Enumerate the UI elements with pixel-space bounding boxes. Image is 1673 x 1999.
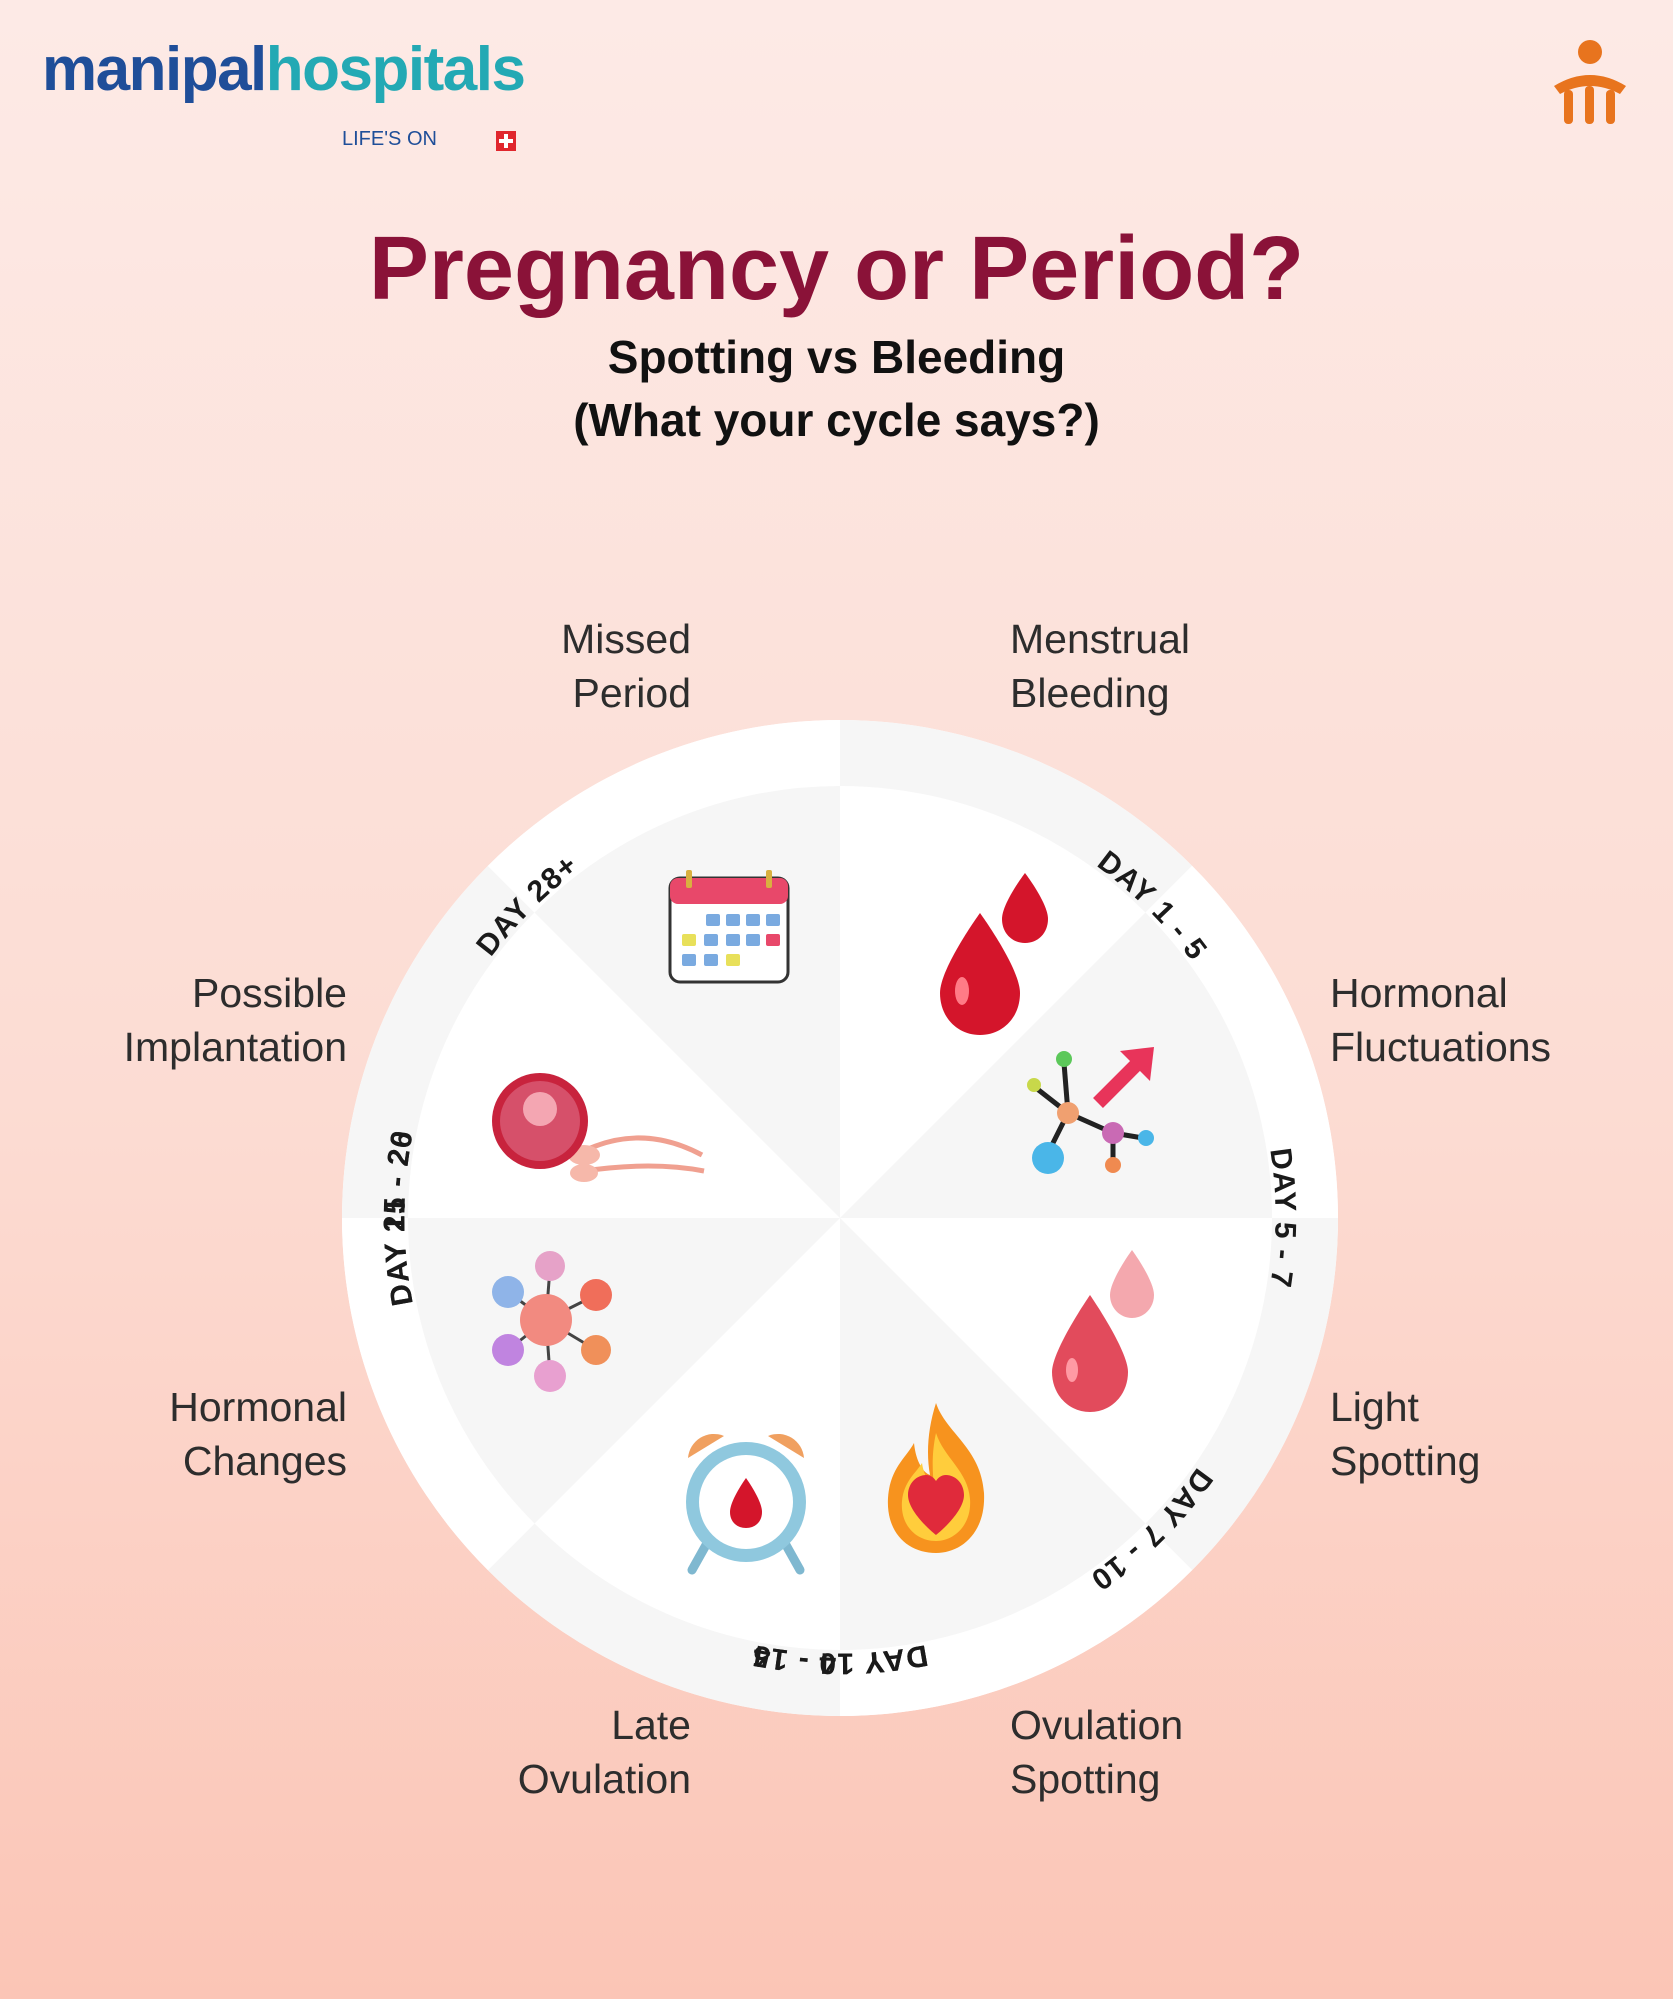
day-label-2: DAY 5 - 7 xyxy=(1263,1146,1301,1290)
cycle-wheel: DAY 1 - 5 DAY 5 - 7 DAY 7 - 10 DAY 10 - … xyxy=(342,720,1338,1716)
brand-logo: manipalhospitals LIFE'S ON xyxy=(42,28,526,151)
subtitle-line2: (What your cycle says?) xyxy=(573,394,1100,446)
subtitle-line1: Spotting vs Bleeding xyxy=(607,331,1066,383)
logo-wordmark: manipalhospitals xyxy=(42,34,526,105)
blood-drops-icon xyxy=(940,873,1048,1035)
calendar-icon xyxy=(668,870,790,984)
logo-name-part1: manipal xyxy=(42,35,267,104)
light-drops-icon xyxy=(1052,1250,1154,1412)
manipal-mark-icon xyxy=(1554,40,1626,124)
molecule-arrow-icon xyxy=(1027,1047,1154,1174)
hormone-network-icon xyxy=(492,1251,612,1392)
egg-sperm-icon xyxy=(492,1073,705,1182)
alarm-clock-icon xyxy=(686,1433,806,1575)
wheel-inner xyxy=(408,786,1272,1650)
page-title: Pregnancy or Period? xyxy=(368,219,1305,319)
logo-name-part2: hospitals xyxy=(265,35,526,104)
fire-heart-icon xyxy=(887,1403,985,1553)
logo-cross-icon xyxy=(496,131,516,151)
logo-tagline: LIFE'S ON xyxy=(342,128,437,150)
inner-segment-2 xyxy=(840,912,1272,1218)
